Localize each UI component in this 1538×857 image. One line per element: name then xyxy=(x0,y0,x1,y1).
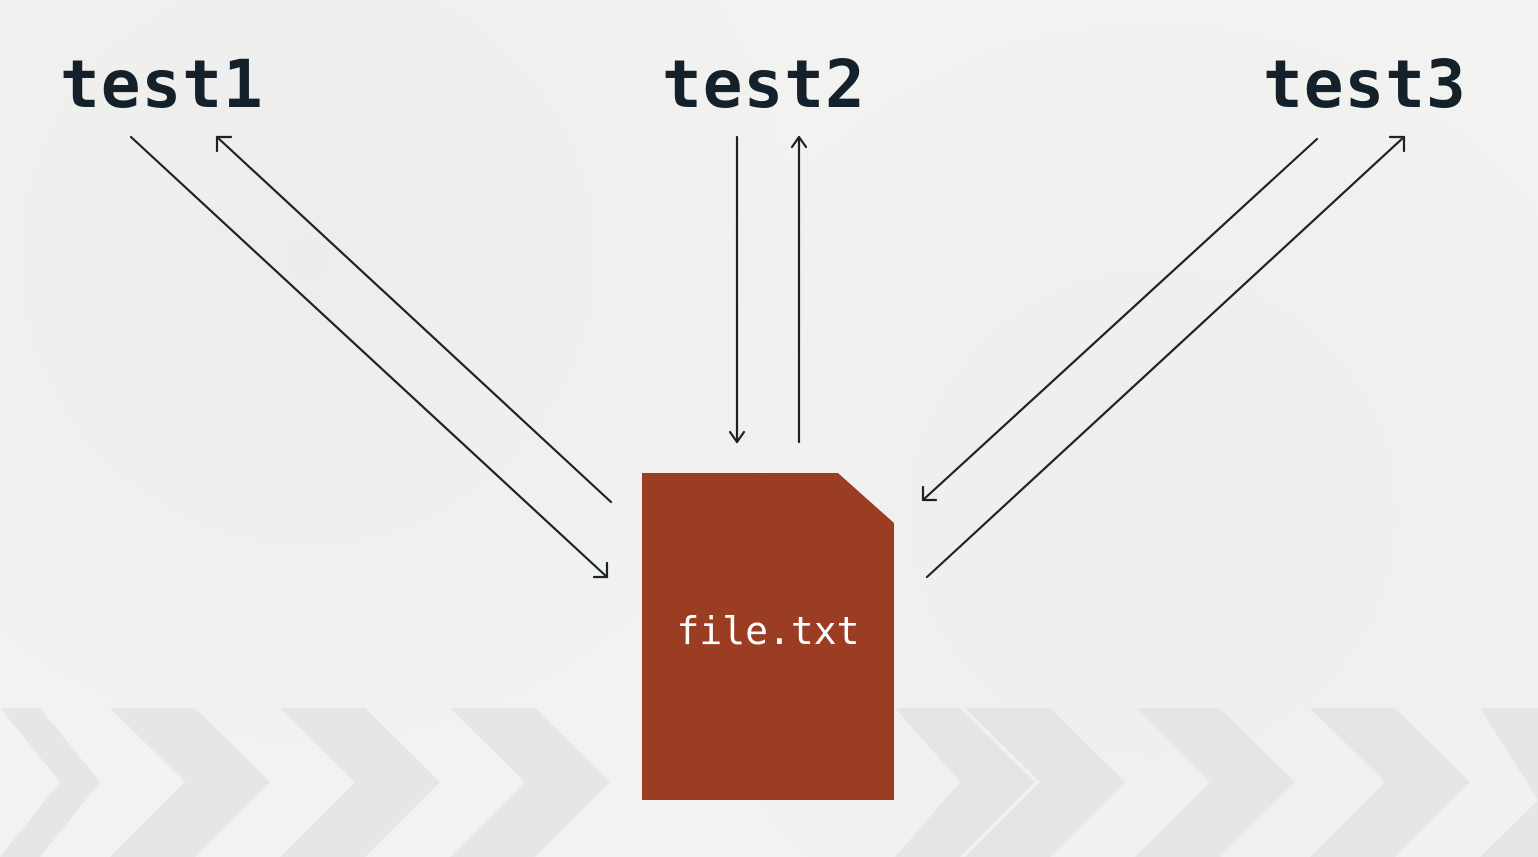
arrowhead-test2-to-file xyxy=(728,430,746,444)
file-name-label: file.txt xyxy=(676,609,860,653)
chevron-shape xyxy=(0,708,100,857)
arrowhead-test1-to-file xyxy=(592,561,609,579)
chevron-shape xyxy=(1135,708,1295,857)
chevron-shape xyxy=(895,708,1035,857)
arrowhead-test3-to-file xyxy=(921,485,938,502)
arrow-file-to-test3 xyxy=(925,135,1406,579)
chevron-background-band xyxy=(0,708,1538,857)
process-label-test2: test2 xyxy=(662,46,866,123)
arrow-file-to-test1 xyxy=(215,135,613,504)
arrow-test3-to-file xyxy=(921,137,1319,502)
chevron-shape xyxy=(110,708,270,857)
chevron-shape xyxy=(450,708,610,857)
chevron-shape xyxy=(280,708,440,857)
chevron-shape xyxy=(1480,708,1538,857)
arrow-test1-to-file xyxy=(129,135,609,579)
arrowhead-file-to-test2 xyxy=(790,135,808,149)
arrowhead-file-to-test1 xyxy=(215,135,233,153)
process-label-test3: test3 xyxy=(1263,46,1467,123)
chevron-shape xyxy=(1310,708,1470,857)
process-label-test1: test1 xyxy=(60,46,264,123)
file-document-icon xyxy=(642,473,894,800)
chevron-shape xyxy=(965,708,1125,857)
arrowhead-file-to-test3 xyxy=(1388,135,1406,153)
